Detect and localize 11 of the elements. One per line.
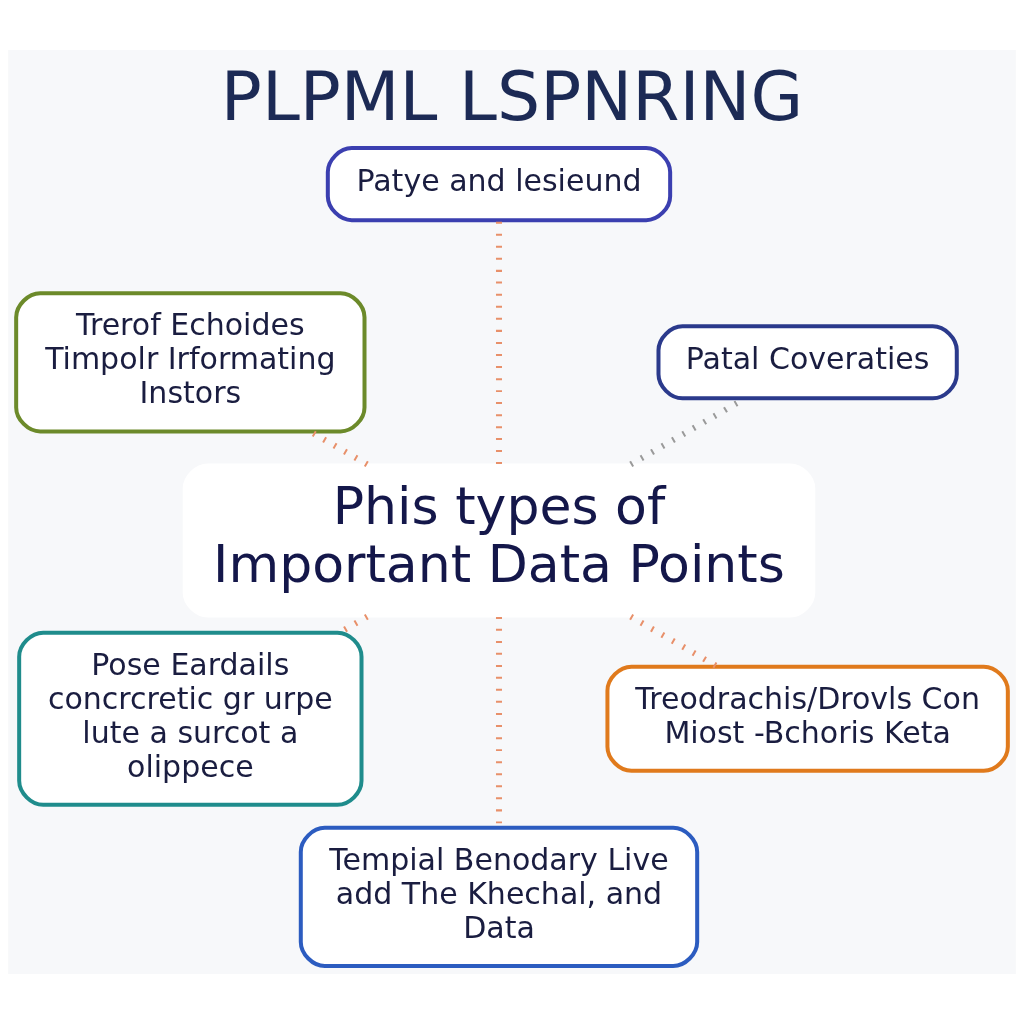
node-box: Patye and lesieund [325, 146, 673, 223]
node-box: Pose Eardails concrcretic gr urpe lute a surcot a olippece [17, 630, 364, 807]
node-box: Tempial Benodary Live add The Khechal, and Data [298, 825, 700, 968]
node-box: Treodrachis/Drovls Con Miost -Bchoris Keta [605, 664, 1010, 773]
connector [629, 614, 719, 670]
connector [309, 429, 369, 468]
node-box: Patal Coveraties [656, 324, 959, 401]
node-box: Trerof Echoides Timpolr Irformating Instors [14, 291, 367, 434]
diagram-title: PLPML LSPNRING [220, 57, 804, 137]
connector [496, 220, 502, 465]
node-box: Phis types of Important Data Points [182, 463, 816, 618]
